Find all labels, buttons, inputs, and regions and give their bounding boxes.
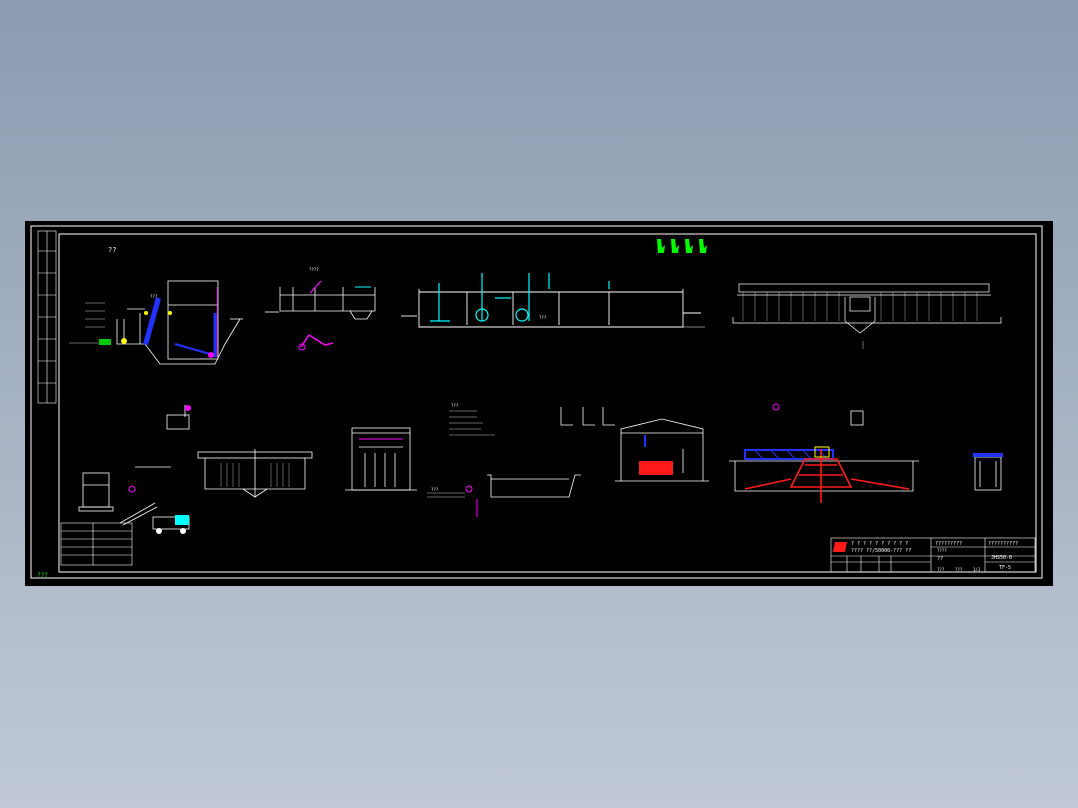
north-arrows — [657, 239, 707, 253]
pump-house-equipment — [639, 461, 673, 475]
top-left-note: ?? — [108, 246, 116, 254]
blower-unit — [78, 405, 190, 526]
grit-chamber-color — [298, 280, 371, 351]
cad-drawing: ?? ??? — [30, 225, 1043, 579]
pump-station-color — [99, 287, 218, 358]
note-label-2: ???? — [309, 267, 319, 272]
blower-color — [128, 405, 191, 534]
storage-tank-section — [427, 474, 581, 498]
drawing-sheet: ?? ??? — [25, 221, 1053, 586]
storage-tank-marker — [465, 485, 473, 493]
title-block-cell-2: ?????????? — [988, 541, 1018, 547]
title-block-logo — [833, 542, 847, 552]
grit-chamber-section — [265, 287, 376, 320]
thickener-hatch — [220, 463, 290, 487]
sheet-outer-frame — [30, 225, 1043, 579]
title-block-footer-2: ??? — [955, 567, 963, 572]
title-block-cell-3: ???? — [937, 548, 947, 553]
note-block — [449, 410, 495, 436]
aeration-tank-color — [430, 273, 610, 322]
sheet-inner-frame — [58, 233, 1037, 573]
note-label-5: ??? — [451, 403, 459, 408]
settling-tank-section — [729, 460, 919, 492]
outlet-structure-cap — [973, 453, 1003, 457]
settling-tank-scraper — [744, 449, 910, 503]
clarifier-truss — [742, 292, 978, 321]
bottom-left-label: ??? — [37, 572, 48, 579]
settling-tank-marker — [772, 403, 780, 411]
note-label-3: ??? — [539, 315, 547, 320]
title-block-cell-1: ????????? — [935, 541, 962, 547]
sludge-building-section — [345, 427, 417, 491]
title-block-footer-3: 1/1 — [973, 567, 981, 572]
left-binding-strip — [37, 230, 57, 404]
clarifier-section-top — [732, 283, 1002, 349]
thickener-section — [197, 449, 313, 498]
pump-house-section — [615, 418, 709, 482]
settling-tank-bridge — [744, 449, 834, 460]
drawing-number: JHS50-0 — [991, 555, 1012, 561]
note-label-1: ??? — [150, 294, 158, 299]
title-block — [830, 537, 1036, 573]
settling-tank-drive — [814, 446, 830, 458]
outlet-structure — [974, 456, 1002, 491]
sheet-number: TF-5 — [999, 565, 1011, 571]
title-block-footer-1: ??? — [937, 567, 945, 572]
note-label-4: ??? — [431, 487, 439, 492]
title-block-row-3: ?? — [937, 556, 943, 562]
settling-tank-bridge-truss — [754, 449, 828, 460]
aeration-tank-section — [401, 289, 705, 328]
title-block-row-2: ???? ??/50000-??? ?? — [851, 548, 911, 554]
title-block-row-1: ? ? ? ? ? ? ? ? ? ? — [851, 541, 908, 547]
pump-pedestals — [560, 407, 864, 426]
legend-table — [60, 522, 133, 566]
